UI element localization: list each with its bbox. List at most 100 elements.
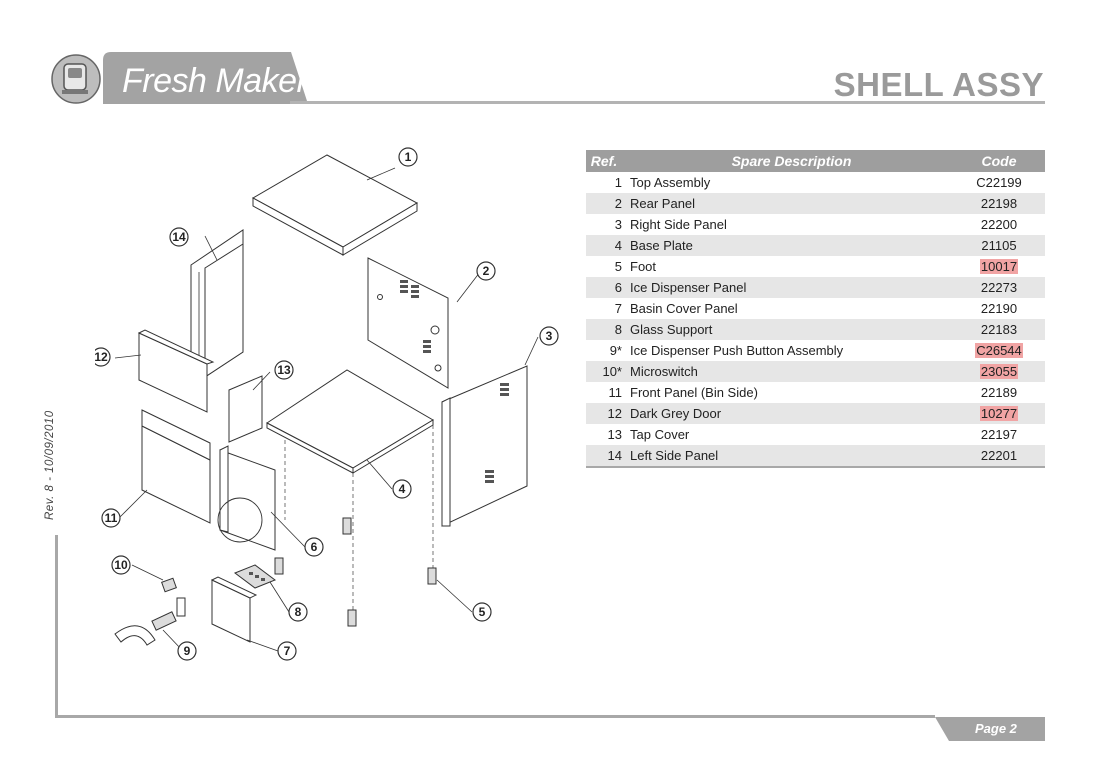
cell-description: Dark Grey Door <box>622 403 953 424</box>
part-top-assembly <box>251 154 419 256</box>
cell-ref: 7 <box>614 301 622 316</box>
svg-text:7: 7 <box>284 644 291 658</box>
cell-ref: 12 <box>586 403 622 424</box>
cell-code: C22199 <box>976 175 1022 190</box>
brand-name: Fresh Maker <box>122 62 308 100</box>
cell-code-container: 23055 <box>953 361 1045 382</box>
cell-description: Glass Support <box>622 319 953 340</box>
cell-code: 21105 <box>981 238 1017 253</box>
page-number: Page 2 <box>975 721 1017 736</box>
cell-description: Foot <box>630 259 657 274</box>
part-tap-cover <box>228 375 263 443</box>
svg-text:10: 10 <box>114 558 128 572</box>
frame-left-rule <box>55 535 58 718</box>
callout-7: 7 <box>277 641 297 661</box>
cell-ref: 2 <box>586 193 622 214</box>
svg-text:9: 9 <box>184 644 191 658</box>
callout-2: 2 <box>476 261 496 281</box>
callout-11: 11 <box>101 508 121 528</box>
cell-ref: 4 <box>586 235 622 256</box>
part-basin-cover-panel <box>210 576 258 643</box>
cell-description: Rear Panel <box>622 193 953 214</box>
cell-ref: 5 <box>614 259 622 274</box>
svg-text:12: 12 <box>95 350 108 364</box>
part-base-plate <box>266 369 434 620</box>
cell-ref: 1 <box>614 175 622 190</box>
cell-code-container: 22190 <box>953 298 1045 319</box>
part-rear-panel <box>367 257 449 389</box>
cell-code-container: 22197 <box>953 424 1045 445</box>
cell-code-container: 10017 <box>953 256 1045 277</box>
cell-description: Microswitch <box>622 361 953 382</box>
cell-code-container: 22200 <box>953 214 1045 235</box>
cell-code-container: 22273 <box>953 277 1045 298</box>
callout-12: 12 <box>95 347 111 367</box>
table-header-row: Ref. Spare Description Code <box>586 150 1045 172</box>
cell-code: 22190 <box>980 301 1018 316</box>
svg-text:13: 13 <box>277 363 291 377</box>
svg-text:11: 11 <box>105 511 118 525</box>
callout-9: 9 <box>177 641 197 661</box>
svg-text:5: 5 <box>479 605 486 619</box>
part-feet <box>274 517 437 627</box>
cell-code-highlighted: 10277 <box>979 406 1019 421</box>
cell-code-highlighted: 23055 <box>979 364 1019 379</box>
fresh-maker-logo-icon <box>51 54 101 104</box>
svg-text:14: 14 <box>172 230 186 244</box>
cell-description: Top Assembly <box>630 175 711 190</box>
callout-4: 4 <box>392 479 412 499</box>
cell-ref: 13 <box>607 427 622 442</box>
part-microswitch <box>161 577 177 593</box>
cell-code: 22189 <box>980 385 1018 400</box>
cell-code-container: C26544 <box>953 340 1045 361</box>
header-description: Spare Description <box>622 150 953 172</box>
cell-code-container: 10277 <box>953 403 1045 424</box>
cell-code: 22273 <box>980 280 1018 295</box>
cell-description: Right Side Panel <box>630 217 727 232</box>
cell-ref: 14 <box>586 445 622 468</box>
svg-text:6: 6 <box>311 540 318 554</box>
cell-description: Ice Dispenser Panel <box>622 277 953 298</box>
cell-ref: 6 <box>586 277 622 298</box>
callout-8: 8 <box>288 602 308 622</box>
page-tab <box>935 717 1045 741</box>
cell-code: 22197 <box>980 427 1018 442</box>
cell-code: 22201 <box>980 448 1018 463</box>
frame-bottom-rule <box>55 715 935 718</box>
header-divider <box>290 101 1045 104</box>
part-glass-support <box>233 564 277 589</box>
cell-description: Base Plate <box>622 235 953 256</box>
part-dark-grey-door <box>137 329 215 413</box>
part-right-side-panel <box>441 365 528 527</box>
cell-description: Basin Cover Panel <box>630 301 738 316</box>
cell-code: 22183 <box>980 322 1018 337</box>
cell-code-container: C22199 <box>953 172 1045 193</box>
revision-label: Rev. 8 - 10/09/2010 <box>44 410 56 520</box>
callout-14: 14 <box>169 227 189 247</box>
page-title: SHELL ASSY <box>833 66 1044 103</box>
cell-ref: 11 <box>608 385 623 400</box>
callout-5: 5 <box>472 602 492 622</box>
callout-3: 3 <box>539 326 559 346</box>
table-row: 5 Foot 10017 <box>586 256 1045 277</box>
cell-code-container: 21105 <box>953 235 1045 256</box>
cell-code-container: 22198 <box>953 193 1045 214</box>
spare-parts-table: Ref. Spare Description Code 1 Top Assembl… <box>586 150 1045 468</box>
table-row: 7 Basin Cover Panel 22190 <box>586 298 1045 319</box>
callout-6: 6 <box>304 537 324 557</box>
header-ref: Ref. <box>586 150 622 172</box>
cell-code: 22198 <box>980 196 1018 211</box>
table-row: 1 Top Assembly C22199 <box>586 172 1045 193</box>
cell-description: Tap Cover <box>630 427 690 442</box>
cell-ref: 8 <box>586 319 622 340</box>
part-front-panel <box>141 409 211 524</box>
part-ice-dispenser-panel <box>217 445 276 551</box>
